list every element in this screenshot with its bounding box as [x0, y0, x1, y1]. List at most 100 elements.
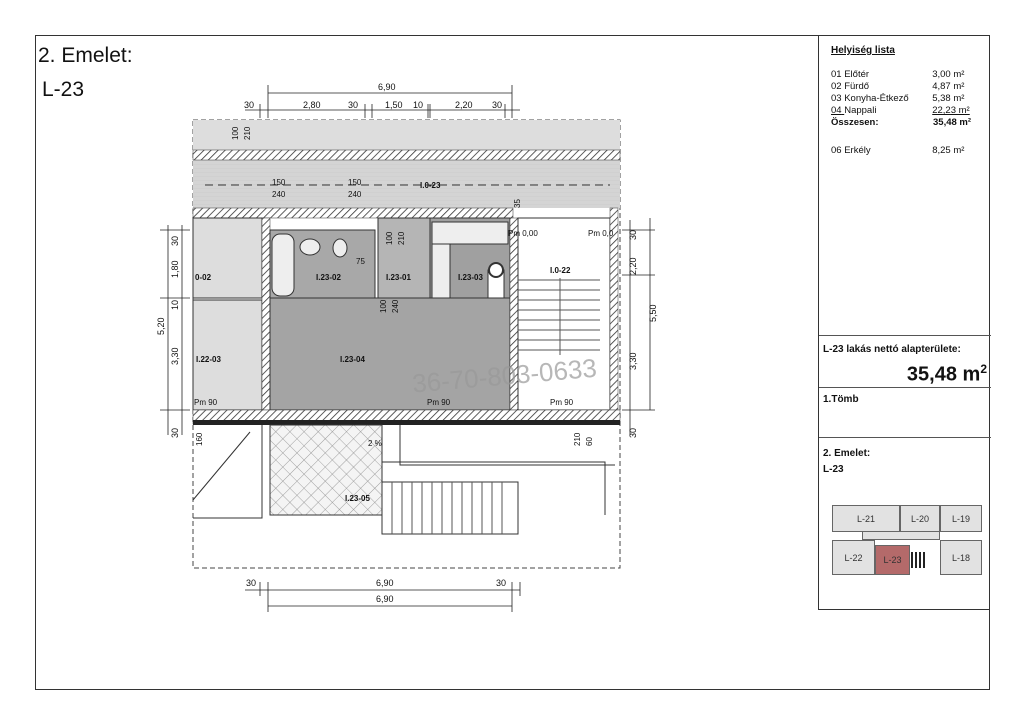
- dim-right: 2,20: [628, 257, 638, 275]
- mini-unit-l22: L-22: [832, 540, 875, 575]
- door-mark: 150: [272, 178, 286, 187]
- dim-top: 30: [348, 100, 358, 110]
- door-mark: 75: [356, 257, 365, 266]
- level-corridor-2: Pm 0,0: [588, 229, 614, 238]
- floor-plan: I.0-23 I.23-02 I.23-01 I.23-03 I.0-22 0-…: [156, 82, 658, 612]
- door-mark: 210: [573, 432, 582, 446]
- room-stair: [517, 217, 611, 411]
- bathtub: [271, 233, 295, 297]
- dim-bottom: 30: [246, 578, 256, 588]
- dim-bottom: 30: [496, 578, 506, 588]
- door-mark: 100: [231, 126, 240, 140]
- dim-top: 2,20: [455, 100, 473, 110]
- dim-right: 30: [628, 230, 638, 240]
- room-entry: [377, 217, 431, 299]
- label-neighbor-bath: 0-02: [195, 273, 212, 282]
- stair-steps: [518, 278, 600, 355]
- toilet: [332, 238, 348, 258]
- dimension-lines: [160, 85, 655, 612]
- wall-left: [261, 217, 271, 411]
- dim-bottom: 6,90: [376, 578, 394, 588]
- door-mark: 60: [585, 437, 594, 446]
- door-mark: 100: [379, 299, 388, 313]
- dim-left: 1,80: [170, 260, 180, 278]
- label-living: I.23-04: [340, 355, 365, 364]
- sink: [299, 238, 321, 256]
- dim-right: 30: [628, 428, 638, 438]
- door-mark: 150: [348, 178, 362, 187]
- terrace-outline: [381, 425, 615, 515]
- net-area-section: L-23 lakás nettó alapterülete: 35,48 m2: [819, 335, 991, 387]
- drawing-frame: [35, 35, 990, 690]
- dim-right: 3,30: [628, 352, 638, 370]
- dim-left: 30: [170, 236, 180, 246]
- location-unit: L-23: [823, 464, 844, 475]
- plan-boundary: [192, 119, 621, 569]
- door-mark: 240: [391, 299, 400, 313]
- label-neighbor-room: I.22-03: [196, 355, 221, 364]
- dim-left: 10: [170, 300, 180, 310]
- dim-top: 30: [244, 100, 254, 110]
- dim-left: 3,30: [170, 347, 180, 365]
- upper-units-strip: [193, 120, 620, 150]
- label-bath: I.23-02: [316, 273, 341, 282]
- block-label: 1.Tömb: [823, 394, 859, 405]
- dim-top: 10: [413, 100, 423, 110]
- kitchen-counter: [431, 221, 509, 245]
- door-mark: 160: [195, 432, 204, 446]
- page-title: 2. Emelet:: [38, 44, 133, 67]
- lower-stair-steps: [391, 482, 503, 534]
- left-terrace-outline: [192, 425, 263, 519]
- location-floor: 2. Emelet:: [823, 448, 871, 459]
- corridor-wall-top: [192, 149, 621, 161]
- mini-unit-l19: L-19: [940, 505, 982, 532]
- dim-right-total: 5,50: [648, 304, 658, 322]
- label-corridor: I.0-23: [420, 181, 441, 190]
- door-mark: 240: [272, 190, 286, 199]
- level-living: Pm 90: [427, 398, 451, 407]
- room-living: [269, 297, 511, 411]
- dim-top: 1,50: [385, 100, 403, 110]
- net-area-label: L-23 lakás nettó alapterülete:: [823, 344, 961, 355]
- dim-top: 2,80: [303, 100, 321, 110]
- dim-top: 30: [492, 100, 502, 110]
- room-neighbor-bath: [192, 217, 263, 299]
- room-list-heading: Helyiség lista: [831, 45, 895, 56]
- chair: [488, 262, 504, 278]
- door-mark: 210: [397, 231, 406, 245]
- block-section: 1.Tömb: [819, 387, 991, 437]
- door-mark: 210: [243, 126, 252, 140]
- slope-mark: 2 %: [368, 439, 382, 448]
- door-mark: 35: [513, 199, 522, 208]
- dim-left-total: 5,20: [156, 317, 166, 335]
- label-entry: I.23-01: [386, 273, 411, 282]
- dim-left: 30: [170, 428, 180, 438]
- level-corridor-1: Pm 0,00: [508, 229, 538, 238]
- corridor-wall-bottom: [192, 207, 514, 219]
- balcony: [269, 424, 383, 516]
- location-section: 2. Emelet: L-23: [819, 437, 991, 610]
- mini-unit-l21: L-21: [832, 505, 900, 532]
- label-balcony: I.23-05: [345, 494, 370, 503]
- mini-unit-l23-highlighted: L-23: [875, 545, 910, 575]
- mini-unit-l18: L-18: [940, 540, 982, 575]
- mini-stair: [911, 552, 925, 568]
- total-row: Összesen:35,48 m²: [831, 117, 972, 128]
- mini-unit-l20: L-20: [900, 505, 940, 532]
- dim-bottom-total: 6,90: [376, 594, 394, 604]
- kitchen-counter-side: [431, 243, 451, 301]
- wall-right: [609, 207, 619, 411]
- door-mark: 100: [385, 231, 394, 245]
- dim-top-total: 6,90: [378, 82, 396, 92]
- unit-title: L-23: [42, 78, 85, 101]
- door-mark: 240: [348, 190, 362, 199]
- corridor: [193, 160, 620, 208]
- label-stair: I.0-22: [550, 266, 571, 275]
- level-neighbor: Pm 90: [194, 398, 218, 407]
